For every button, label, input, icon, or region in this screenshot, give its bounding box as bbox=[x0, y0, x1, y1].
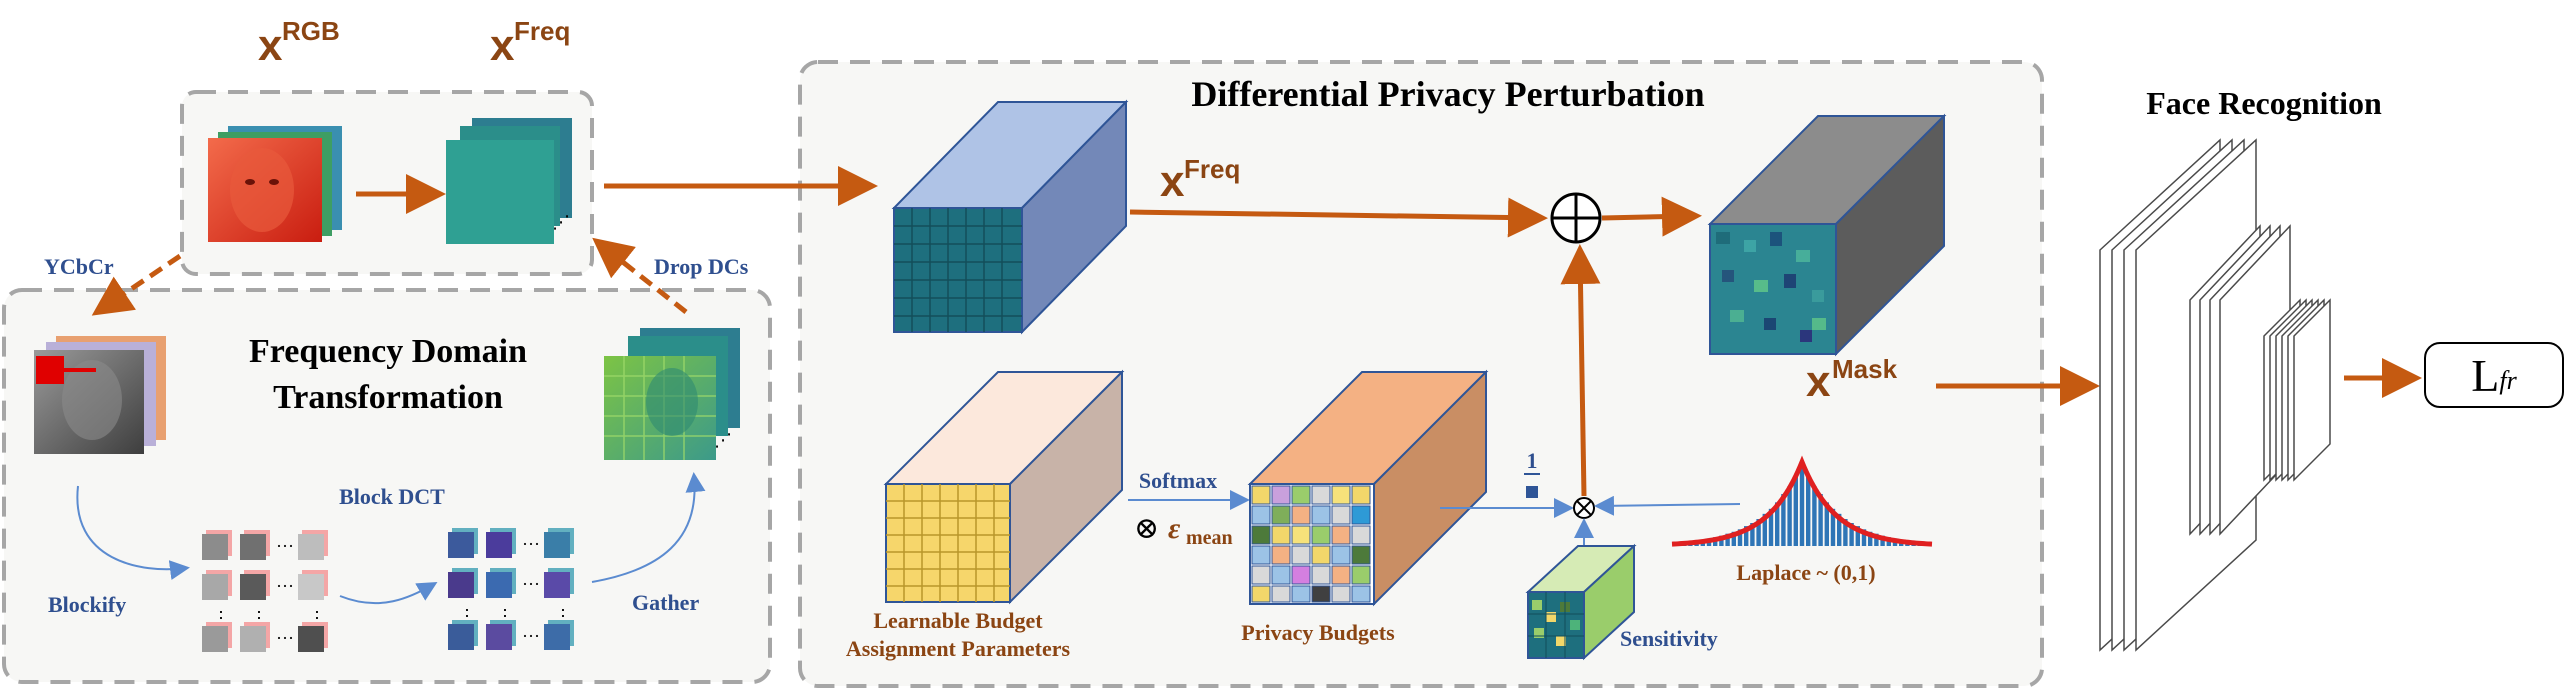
svg-text:mean: mean bbox=[1186, 527, 1233, 549]
laplace-bar bbox=[1787, 485, 1792, 546]
face-recognition-network bbox=[2099, 138, 2331, 652]
x-freq-cube bbox=[891, 99, 1129, 335]
loss-symbol: L bbox=[2471, 349, 2500, 401]
laplace-bar bbox=[1806, 475, 1811, 546]
laplace-bar bbox=[1737, 529, 1743, 546]
laplace-bar bbox=[1837, 513, 1842, 546]
laplace-bar bbox=[1812, 485, 1817, 546]
freq-to-oplus-arrow bbox=[1129, 197, 1548, 238]
learnable-budget-cube bbox=[883, 369, 1125, 605]
svg-text:⊗: ⊗ bbox=[1134, 512, 1159, 545]
svg-text:Freq: Freq bbox=[514, 16, 570, 46]
loss-subscript: fr bbox=[2499, 366, 2517, 395]
svg-text:ε: ε bbox=[1168, 512, 1181, 545]
svg-text:···: ··· bbox=[276, 628, 294, 648]
svg-text:Freq: Freq bbox=[1184, 154, 1240, 184]
laplace-distribution bbox=[1671, 455, 1933, 547]
fdt-title-line2: Transformation bbox=[273, 379, 503, 416]
x-freq-dpp-label: x Freq bbox=[1160, 154, 1240, 206]
ycbcr-label: YCbCr bbox=[44, 254, 114, 279]
svg-text:RGB: RGB bbox=[282, 16, 340, 46]
learnable-label-line2: Assignment Parameters bbox=[846, 636, 1071, 661]
laplace-bar bbox=[1799, 462, 1805, 546]
laplace-label: Laplace ~ (0,1) bbox=[1736, 560, 1875, 585]
drop-dcs-arrow bbox=[592, 237, 688, 314]
laplace-bar bbox=[1768, 508, 1774, 546]
svg-text:⋰: ⋰ bbox=[552, 212, 570, 232]
x-mask-label: x Mask bbox=[1806, 354, 1898, 406]
laplace-bar bbox=[1793, 475, 1798, 546]
laplace-bar bbox=[1849, 522, 1854, 546]
svg-text:···: ··· bbox=[522, 534, 540, 554]
dct-blocks-grid: ··· ··· ⋮⋮⋮ ··· bbox=[448, 528, 574, 650]
block-dct-label: Block DCT bbox=[339, 484, 445, 509]
laplace-bar bbox=[1775, 502, 1780, 546]
svg-text:···: ··· bbox=[522, 626, 540, 646]
blockify-curve bbox=[76, 485, 190, 580]
blockify-label: Blockify bbox=[48, 592, 126, 617]
laplace-bar bbox=[1861, 529, 1867, 546]
x-mask-cube bbox=[1707, 113, 1947, 357]
laplace-bar bbox=[1731, 531, 1736, 546]
fdt-dashed-box bbox=[2, 288, 772, 684]
sensitivity-label: Sensitivity bbox=[1620, 626, 1718, 651]
dpp-title: Differential Privacy Perturbation bbox=[1191, 74, 1704, 114]
block-dct-curve bbox=[339, 581, 438, 605]
svg-text:Mask: Mask bbox=[1832, 354, 1898, 384]
oplus-to-mask-arrow bbox=[1601, 196, 1702, 237]
laplace-bar bbox=[1719, 535, 1724, 546]
otimes-to-oplus-arrow bbox=[1560, 244, 1601, 497]
laplace-bar bbox=[1868, 531, 1873, 546]
laplace-to-otimes-arrow bbox=[1594, 495, 1741, 516]
laplace-bar bbox=[1830, 508, 1836, 546]
oplus-icon bbox=[1550, 192, 1602, 244]
laplace-bar bbox=[1874, 533, 1879, 546]
laplace-bar bbox=[1781, 494, 1786, 546]
eps-mean-label: ⊗ ε mean bbox=[1134, 512, 1233, 549]
svg-text:x: x bbox=[1806, 357, 1831, 406]
svg-text:⋰: ⋰ bbox=[714, 430, 732, 450]
svg-text:···: ··· bbox=[522, 574, 540, 594]
otimes-icon bbox=[1573, 497, 1595, 519]
softmax-label: Softmax bbox=[1139, 468, 1217, 493]
laplace-bar bbox=[1762, 513, 1767, 546]
learnable-label-line1: Learnable Budget bbox=[873, 608, 1043, 633]
ycbcr-image-stack bbox=[34, 336, 166, 454]
svg-text:x: x bbox=[490, 21, 515, 70]
laplace-bar bbox=[1880, 535, 1885, 546]
svg-text:1: 1 bbox=[1527, 448, 1538, 473]
laplace-bar bbox=[1744, 526, 1749, 546]
svg-text:x: x bbox=[1160, 157, 1185, 206]
freq-image-stack: ⋰ bbox=[446, 118, 572, 244]
svg-text:···: ··· bbox=[276, 576, 294, 596]
fr-title: Face Recognition bbox=[2146, 85, 2382, 121]
laplace-bar bbox=[1756, 519, 1761, 546]
ycbcr-arrow bbox=[91, 253, 182, 316]
gray-blocks-grid: ··· ··· ⋮⋮⋮ ··· bbox=[202, 530, 328, 652]
gather-label: Gather bbox=[632, 590, 699, 615]
svg-text:x: x bbox=[258, 21, 283, 70]
dct-face-stack: ⋰ bbox=[604, 328, 740, 460]
drop-dcs-label: Drop DCs bbox=[654, 254, 749, 279]
sensitivity-cube bbox=[1525, 543, 1637, 661]
x-rgb-label: x RGB bbox=[258, 16, 340, 70]
x-freq-top-label: x Freq bbox=[490, 16, 570, 70]
laplace-bar bbox=[1750, 522, 1755, 546]
laplace-bar bbox=[1824, 502, 1829, 546]
privacy-budgets-label: Privacy Budgets bbox=[1241, 620, 1395, 645]
laplace-bar bbox=[1818, 494, 1823, 546]
privacy-budgets-cube bbox=[1247, 369, 1489, 607]
gather-curve bbox=[591, 472, 706, 583]
one-over-label: 1 bbox=[1524, 448, 1540, 498]
laplace-bar bbox=[1855, 526, 1860, 546]
fdt-title-line1: Frequency Domain bbox=[249, 333, 527, 370]
laplace-bar bbox=[1725, 533, 1730, 546]
laplace-bar bbox=[1843, 519, 1848, 546]
svg-text:···: ··· bbox=[276, 536, 294, 556]
rgb-image-stack bbox=[208, 126, 342, 242]
